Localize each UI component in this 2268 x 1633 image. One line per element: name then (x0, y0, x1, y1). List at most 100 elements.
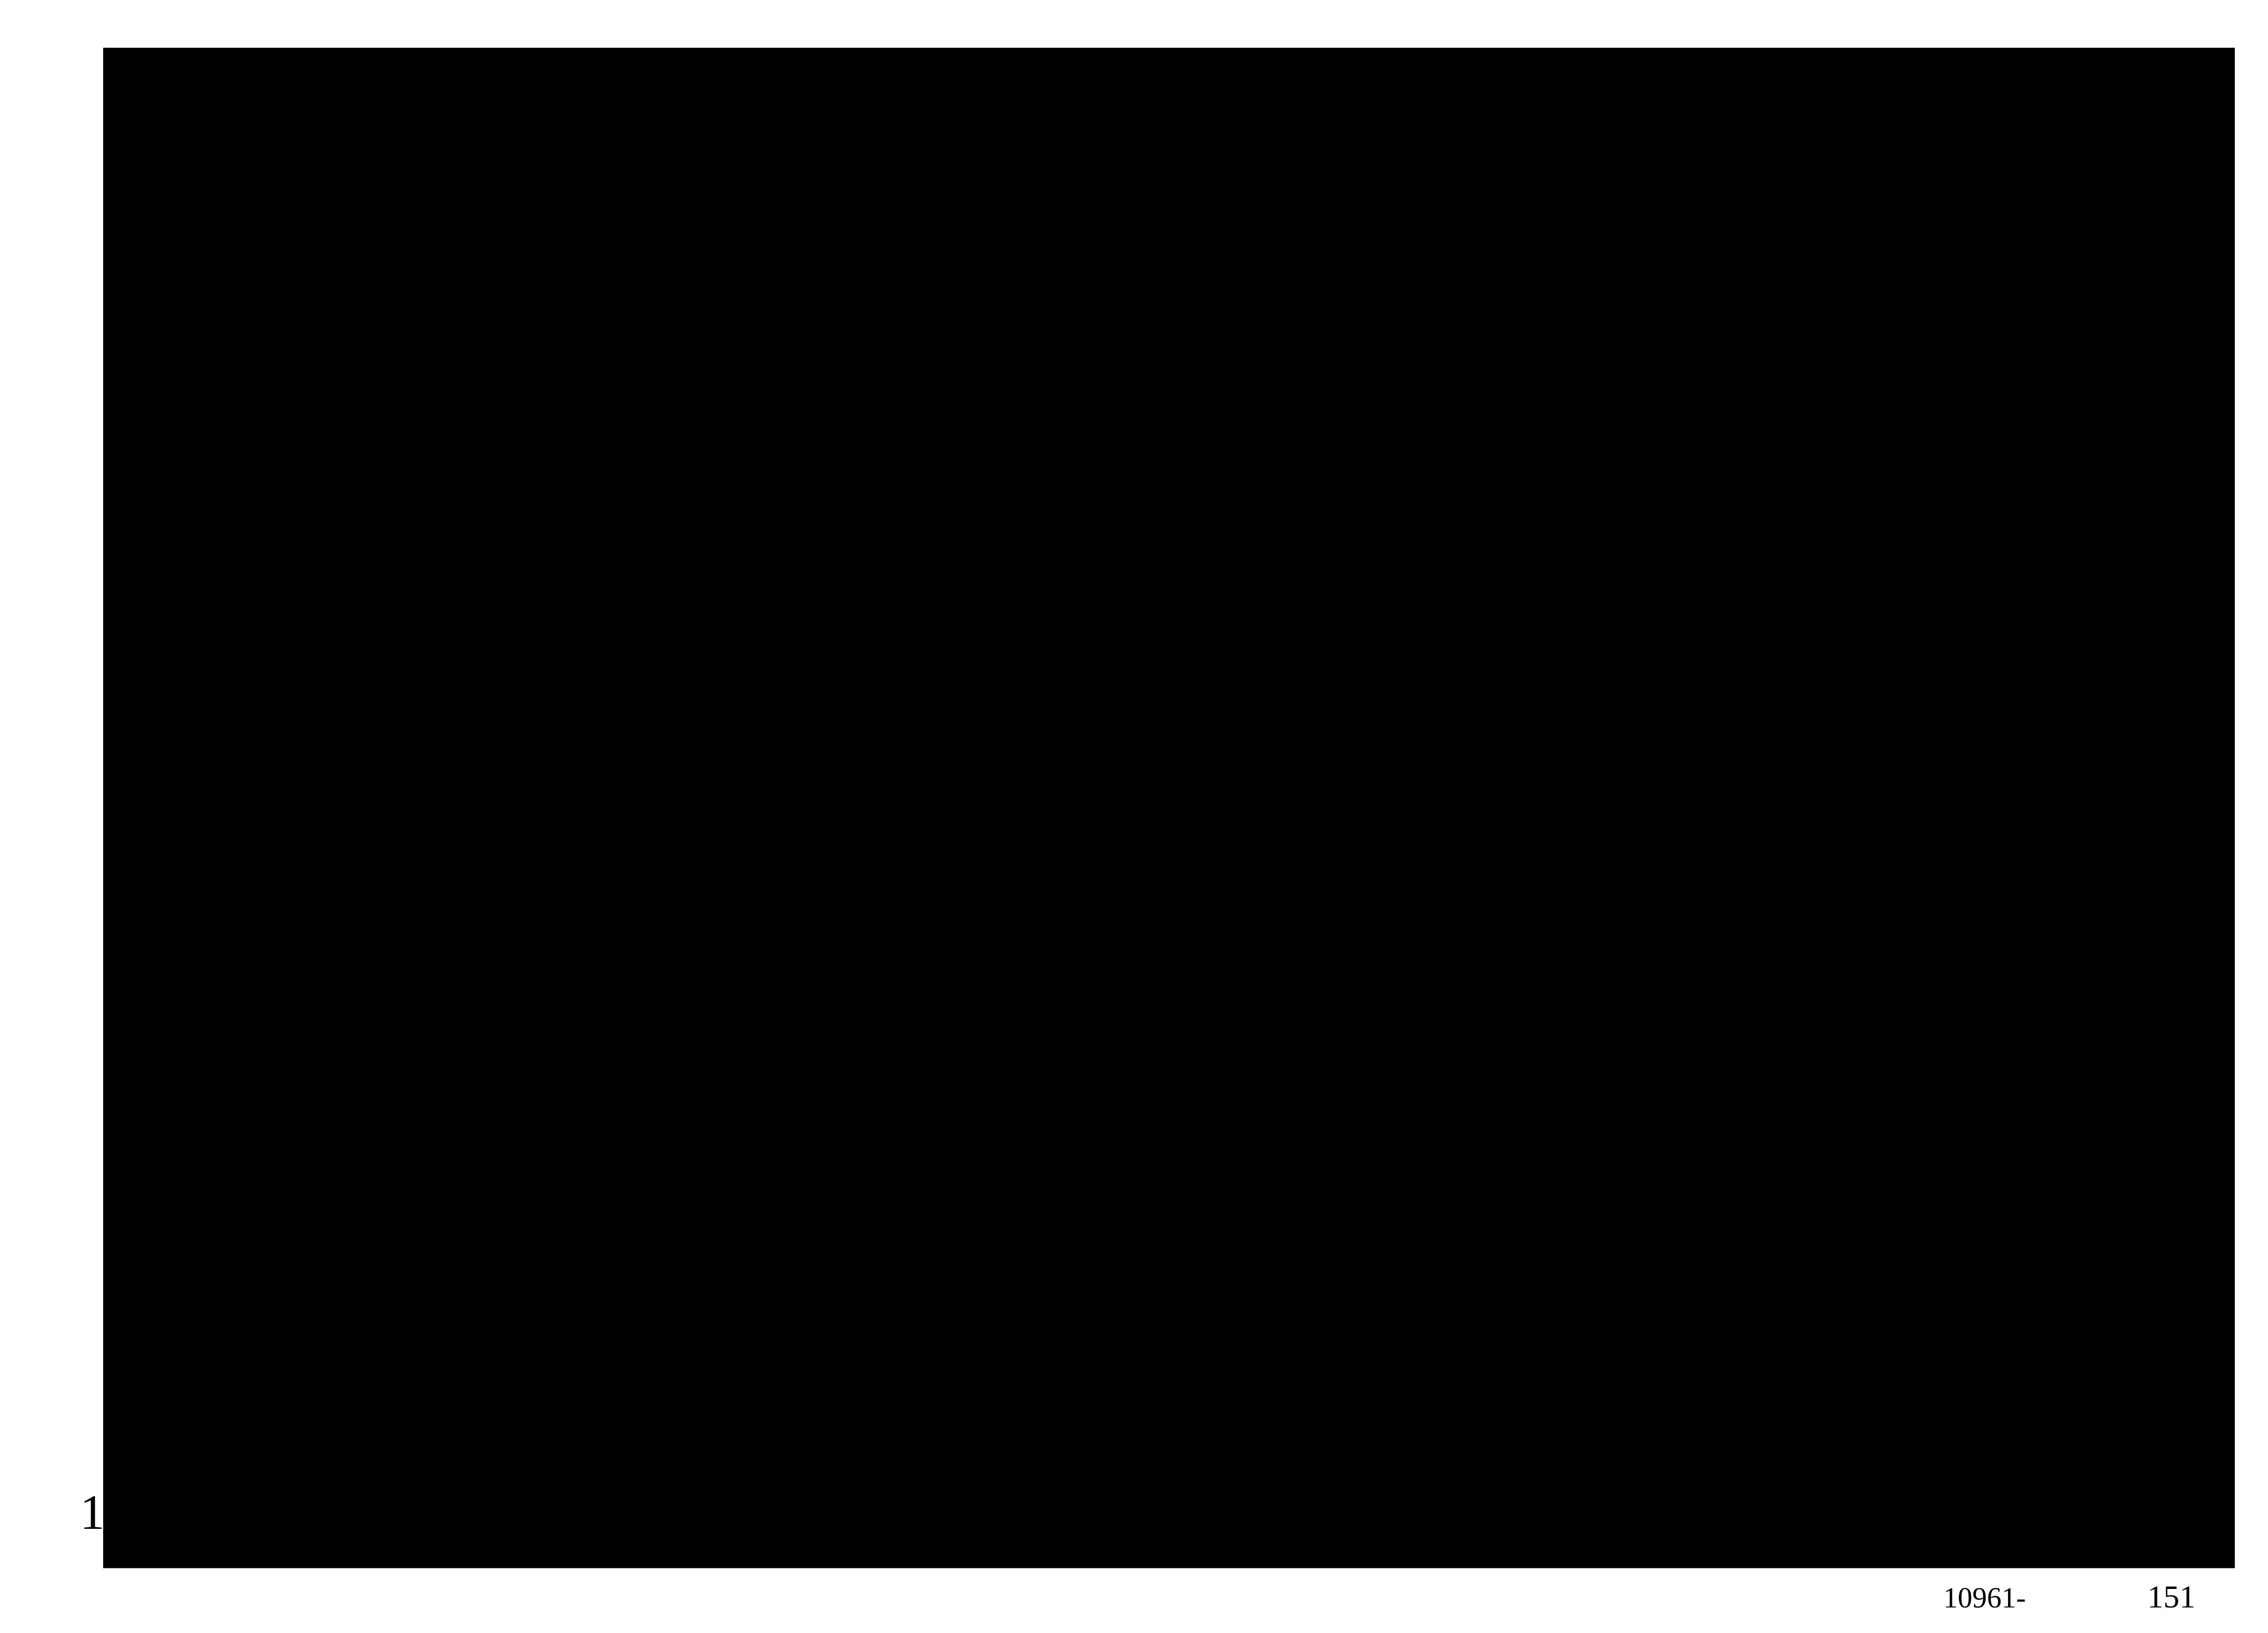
dim-990-v: 990 (441, 1382, 483, 1412)
spec-cell-c1: 0,0013 (2013, 1254, 2061, 1273)
spec-cell-qty: 1 (1969, 1334, 1982, 1363)
view-title-b-b: по Б-Б (929, 999, 1066, 1053)
callout-circle-6 (1330, 348, 1366, 383)
callout-7: 7 (929, 253, 949, 299)
spec-cell-n: 4 (1547, 1199, 1561, 1232)
spec-cell-c1: 0,0012 (2013, 1166, 2061, 1186)
spec-cell-name: Брус 30 × 45 × 990 (1663, 1246, 1870, 1275)
spec-cell-qty: 4 (1969, 1112, 1982, 1141)
view-title-g-g: по Г-Г (929, 209, 1106, 280)
page-number: 151 (2147, 1579, 2195, 1614)
spec-cell-name: Блок дверной антрес (1663, 1334, 1896, 1363)
issue-label: Выпус (1931, 1526, 2006, 1555)
block-mark-label: 4АД-6 (373, 241, 440, 269)
drawing-subtitle: ( пример применения) (966, 1532, 1270, 1568)
view-section-a (1335, 222, 1591, 954)
drawing: 4АД-6 А Б Б В В А 2600 по Г-Г 7 2077 (57, 48, 2235, 1614)
note-line-4: см. альбом 1.172-1 выпуск1. (1768, 534, 2137, 568)
callout-circle-1 (1551, 177, 1633, 259)
spec-cell-mark: НЛ-2 (1584, 1209, 1627, 1230)
callout-1: 1 (1654, 111, 1676, 159)
spec-cell-name: Перекрытие 800×990 (1663, 1290, 1899, 1319)
sheet-value: 149 (2133, 1521, 2181, 1556)
spec-rows: 6 УМ-1 Угольник метал 4 5 Штапик 30×15×2500 - 0… (1547, 1109, 2200, 1363)
section-mark-v-left: В (299, 532, 320, 568)
section-mark-g-left: Г (255, 1079, 277, 1120)
spec-totals: 0,0053м³ 1,24м² (2013, 1023, 2158, 1047)
dim-2077: 2077 (1215, 610, 1244, 663)
callout-14: 14 (929, 1180, 969, 1226)
spec-header-n: NN (1523, 1391, 1548, 1410)
section-mark-g-right: Г (692, 1079, 714, 1120)
issue-value: 1 (2072, 1523, 2083, 1549)
spec-cell-qty: 1 (1969, 1202, 1982, 1231)
section-mark-v-right: В (711, 522, 733, 558)
view-section-b (817, 1019, 1151, 1345)
spec-cell-c2: 0,8 (2095, 1293, 2124, 1319)
spec-cell-c3: — (2176, 1337, 2200, 1362)
view-elevation (336, 211, 672, 959)
spec-cell-c2: — (2094, 1162, 2118, 1187)
spec-cell-n: 3 (1547, 1243, 1561, 1276)
spec-cell-mark: УМ-1 (1584, 1119, 1630, 1140)
spec-cell-mark: 4АД-6 (1584, 1340, 1636, 1361)
spec-cell-c2: — (2094, 1205, 2118, 1231)
spec-cell-n: 5 (1547, 1156, 1561, 1188)
spec-cell-c3: — (2176, 1162, 2200, 1187)
spec-cell-c1: 0,0005 (2013, 1210, 2061, 1229)
dim-990-b: 990 (952, 1382, 993, 1412)
album-title-line-1: Встроенные шкафы (188, 1468, 459, 1504)
callout-6: 6 (1433, 388, 1452, 430)
spec-cell-c3: — (2176, 1249, 2200, 1275)
spec-cell-name: Наличник (1663, 1202, 1776, 1231)
spec-cell-c1: 0,0037 (2013, 1341, 2061, 1361)
callout-circle-7 (824, 314, 904, 394)
margin-ticks (57, 135, 74, 1367)
callout-2b: 2-Б (1617, 389, 1654, 418)
dim-2047: 2047 (1649, 593, 1678, 645)
spec-cell-n: 2 (1547, 1287, 1561, 1320)
spec-cell-name: Штапик 30×15×2500 (1663, 1159, 1895, 1188)
section-mark-b-right: Б (701, 322, 719, 358)
dim-50: 50 (1656, 335, 1680, 357)
spec-cell-c3: — (2176, 1293, 2200, 1319)
dim-51: 51 (1656, 180, 1680, 202)
series-label: Серия (1931, 1455, 2004, 1485)
spec-cell-qty: 1 (1969, 1290, 1982, 1319)
view-title-a-a: по А-А (1401, 96, 1588, 163)
view-title-v-v: по В-В (427, 1007, 573, 1062)
spec-cell-qty: - (1969, 1159, 1978, 1188)
spec-table-grid (1520, 1051, 2232, 1456)
sheet-number-corner: 149 (2159, 71, 2198, 100)
spec-cell-c1: — (2013, 1297, 2031, 1317)
dim-452: 452 (1656, 266, 1680, 298)
spec-cell-c3: — (2176, 1205, 2200, 1231)
spec-cell-mark: ПА (1584, 1296, 1612, 1318)
section-mark-b-left: Б (296, 322, 314, 358)
spec-header-qty: К-во (1958, 1391, 1993, 1410)
spec-header-name: Наименование (1663, 1382, 1836, 1412)
section-mark-a-top: А (590, 156, 613, 192)
note-line-3: 2. Элементы и детали (1732, 491, 2014, 524)
sheet-label: Лист (2121, 1465, 2188, 1501)
dim-972-b: 972 (952, 1335, 993, 1366)
spec-cell-c2: 0,44 (2095, 1337, 2135, 1362)
spec-cell-c2: — (2094, 1249, 2118, 1275)
series-value: 1.172-1 (1934, 1481, 2020, 1511)
view-section-g (840, 211, 1180, 959)
callout-circle-14 (803, 1254, 879, 1331)
drawing-title: Антресоль 2А-1 ; общий вид, разрезы (624, 1476, 1423, 1531)
spec-caption: Спецификация элементов и деталей на А (1547, 1420, 2032, 1450)
album-title-line-2: и антресоли (193, 1509, 359, 1544)
dim-820: 820 (1209, 1186, 1238, 1226)
spec-cell-qty: 1 (1969, 1246, 1982, 1275)
year: 1970 (80, 1485, 179, 1540)
section-mark-a-bottom: А (574, 978, 597, 1014)
spec-cell-name: Угольник метал (1663, 1112, 1840, 1141)
callout-circle-2b (1538, 313, 1614, 389)
spec-cell-n: 6 (1547, 1109, 1561, 1142)
inventory-number: 10961- (1943, 1581, 2026, 1614)
spec-header-mark: Марк (1582, 1391, 1622, 1410)
note-line-1: 1. Узлы антресоли см. л. (1732, 447, 2049, 480)
dim-2600: 2600 (727, 610, 756, 663)
